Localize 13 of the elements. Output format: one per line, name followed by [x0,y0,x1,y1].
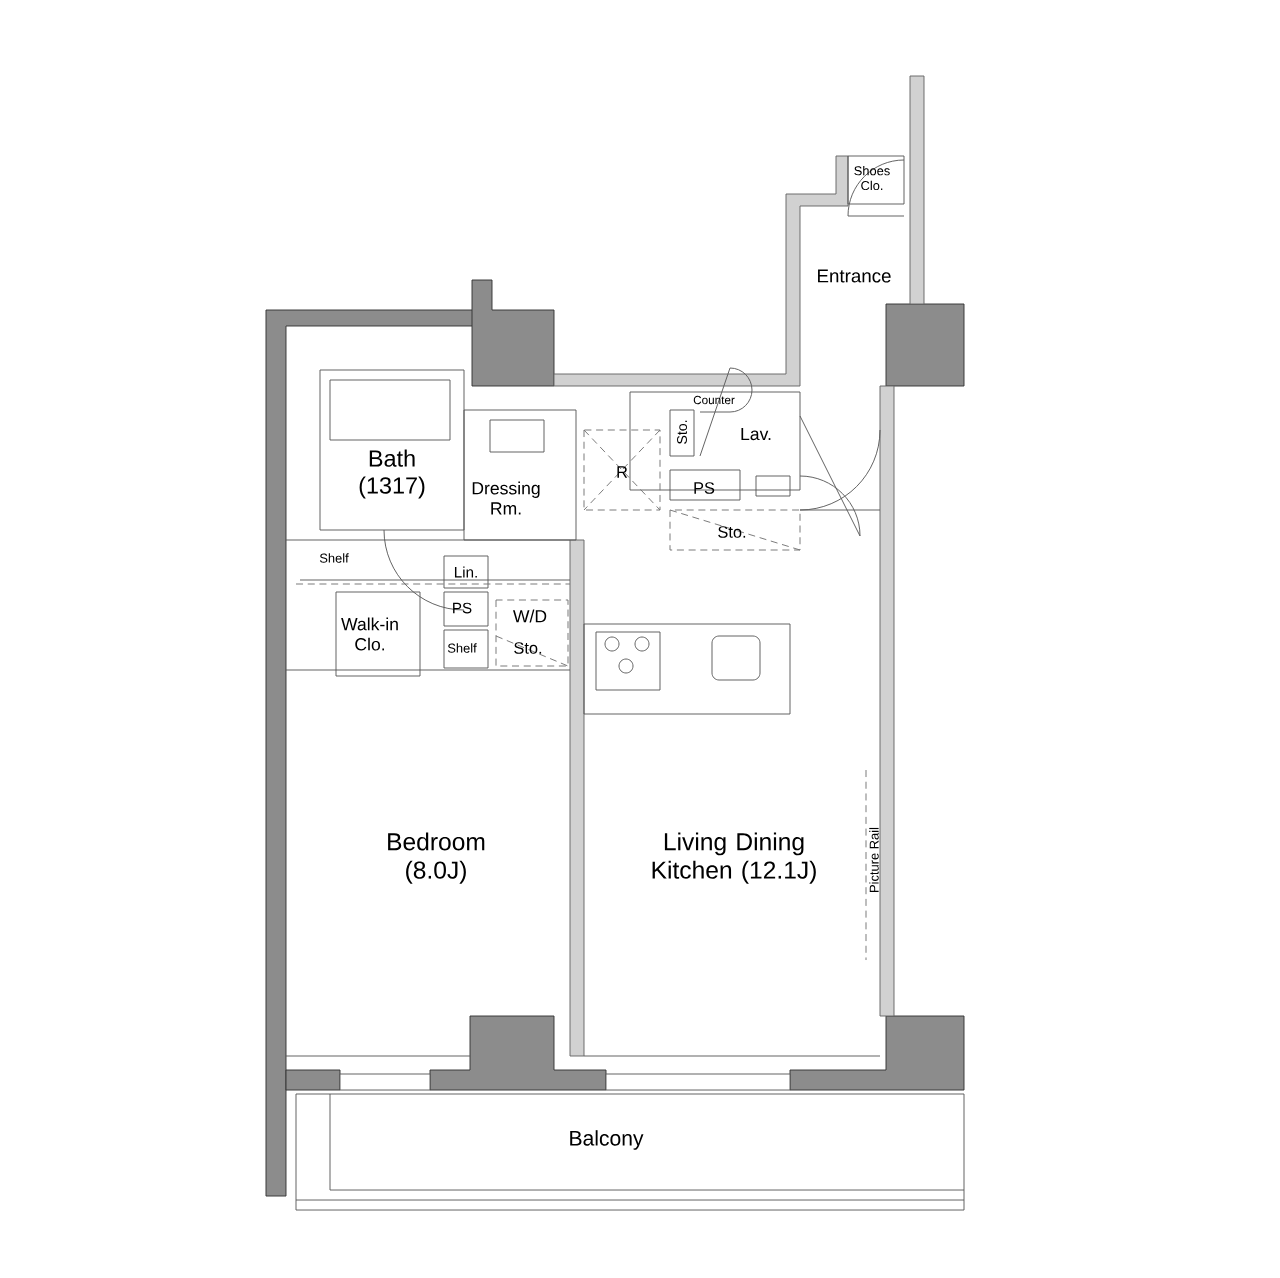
room-label: Bedroom (8.0J) [388,832,485,884]
room-label: R [617,466,628,478]
room-label: Walk-in Clo. [341,617,398,651]
room-label: Sto. [514,642,542,654]
room-label: Bath (1317) [359,449,425,499]
room-label: Dressing Rm. [472,481,540,515]
room-label: Entrance [818,269,891,283]
room-label: Balcony [570,1130,644,1150]
room-label: Sto. [718,526,746,538]
room-label: Living Dining Kitchen (12.1J) [652,832,816,884]
room-label: PS [694,482,715,494]
room-label: Lav. [741,427,771,441]
room-label: W/D [513,609,547,623]
